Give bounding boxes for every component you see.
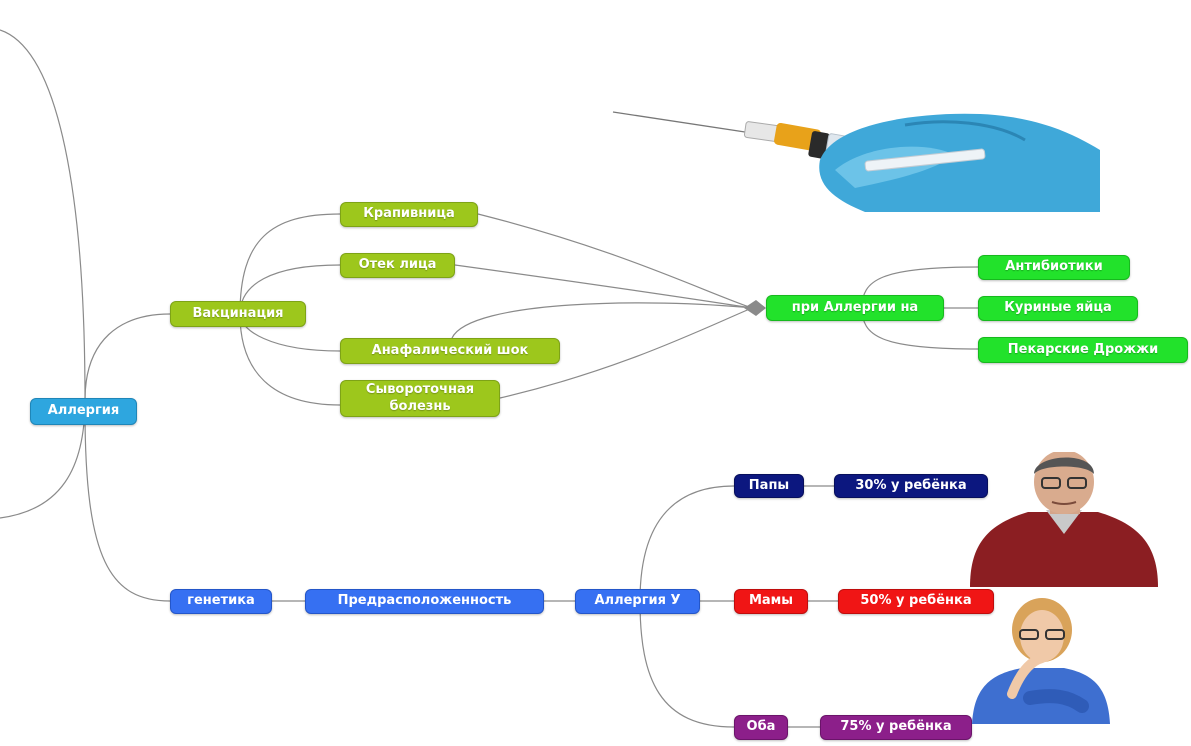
allergy-in-node[interactable]: Аллергия У <box>575 589 700 614</box>
father-node[interactable]: Папы <box>734 474 804 498</box>
both-risk-node[interactable]: 75% у ребёнка <box>820 715 972 740</box>
father-portrait-image <box>970 452 1158 587</box>
root-node-allergy[interactable]: Аллергия <box>30 398 137 425</box>
allergen-node-chicken-eggs[interactable]: Куриные яйца <box>978 296 1138 321</box>
reaction-node-serum-sickness[interactable]: Сывороточная болезнь <box>340 380 500 417</box>
allergen-node-bakers-yeast[interactable]: Пекарские Дрожжи <box>978 337 1188 363</box>
mother-risk-node[interactable]: 50% у ребёнка <box>838 589 994 614</box>
mother-portrait-image <box>972 598 1110 724</box>
mother-node[interactable]: Мамы <box>734 589 808 614</box>
predisposition-node[interactable]: Предрасположенность <box>305 589 544 614</box>
allergy-hub-node[interactable]: при Аллергии на <box>766 295 944 321</box>
reaction-node-anaphylactic-shock[interactable]: Анафалический шок <box>340 338 560 364</box>
father-risk-node[interactable]: 30% у ребёнка <box>834 474 988 498</box>
both-parents-node[interactable]: Оба <box>734 715 788 740</box>
syringe-in-gloved-hand-image <box>612 111 1100 212</box>
reaction-node-urticaria[interactable]: Крапивница <box>340 202 478 227</box>
genetics-node[interactable]: генетика <box>170 589 272 614</box>
reaction-node-facial-edema[interactable]: Отек лица <box>340 253 455 278</box>
allergen-node-antibiotics[interactable]: Антибиотики <box>978 255 1130 280</box>
vaccination-node[interactable]: Вакцинация <box>170 301 306 327</box>
